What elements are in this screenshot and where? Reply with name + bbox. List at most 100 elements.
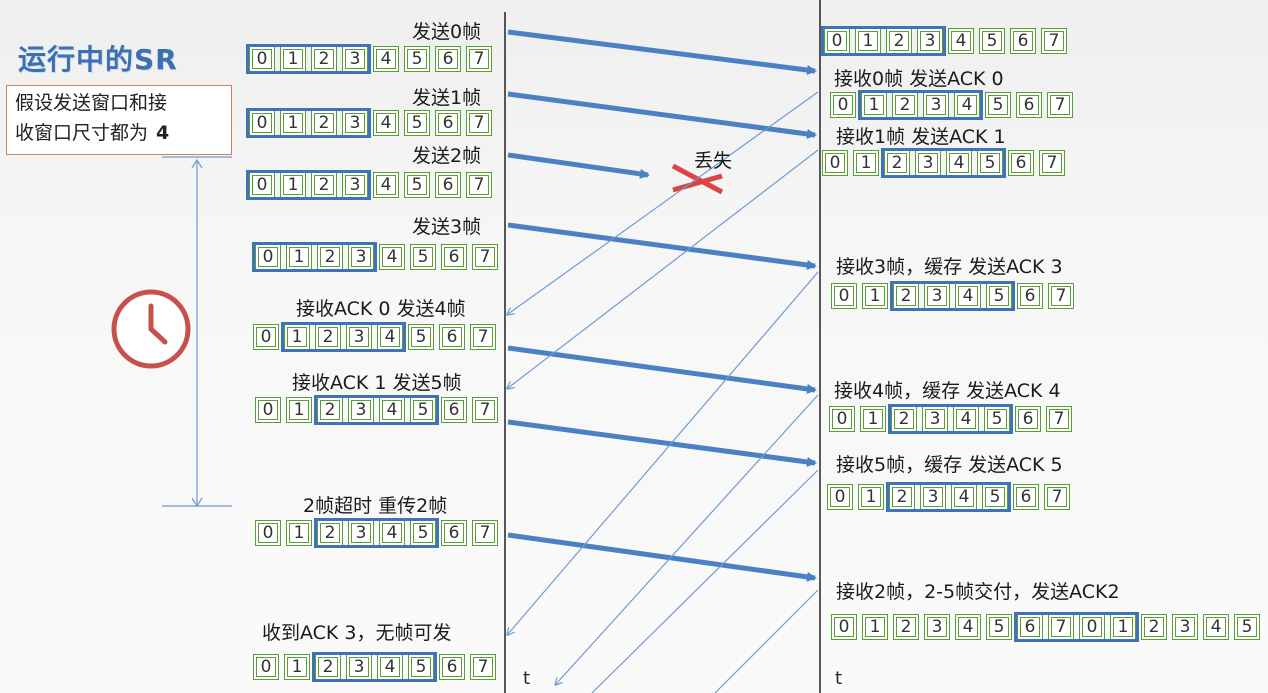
seq-number: 6 <box>442 657 462 677</box>
seq-number: 7 <box>1049 409 1069 429</box>
seq-number: 0 <box>833 95 853 115</box>
seq-number: 7 <box>1051 617 1071 637</box>
seq-cell: 6 <box>441 244 467 270</box>
sender-time-label: t <box>523 668 531 689</box>
frame-2-arrow <box>507 152 650 179</box>
seq-cell: 3 <box>917 28 943 54</box>
seq-number: 6 <box>1016 487 1036 507</box>
seq-cell: 7 <box>472 520 498 546</box>
seq-cell: 5 <box>408 324 434 350</box>
seq-cell: 6 <box>1017 614 1043 640</box>
send-window-box <box>314 395 439 425</box>
seq-cell: 7 <box>1046 406 1072 432</box>
seq-number: 2 <box>320 400 340 420</box>
seq-cell: 1 <box>280 172 306 198</box>
sender-label: 收到ACK 3，无帧可发 <box>262 622 452 644</box>
seq-number: 5 <box>982 31 1002 51</box>
seq-number: 7 <box>1044 31 1064 51</box>
seq-number: 0 <box>258 400 278 420</box>
seq-number: 4 <box>376 113 396 133</box>
seq-number: 6 <box>442 327 462 347</box>
seq-cell: 0 <box>831 283 857 309</box>
seq-cell: 0 <box>249 46 275 72</box>
seq-number: 2 <box>314 113 334 133</box>
send-window-box <box>246 44 371 74</box>
seq-cell: 7 <box>470 654 496 680</box>
sender-label: 接收ACK 1 发送5帧 <box>292 372 462 394</box>
receiver-label: 接收4帧，缓存 发送ACK 4 <box>834 380 1061 402</box>
receiver-time-label: t <box>835 668 843 689</box>
seq-number: 1 <box>1113 617 1133 637</box>
seq-cell: 2 <box>311 172 337 198</box>
seq-number: 3 <box>925 409 945 429</box>
send-window-box <box>246 170 371 200</box>
seq-cell: 0 <box>253 324 279 350</box>
seq-number: 0 <box>258 523 278 543</box>
seq-cell: 4 <box>955 614 981 640</box>
seq-number: 4 <box>380 657 400 677</box>
seq-cell: 0 <box>831 614 857 640</box>
frame-1-arrow <box>507 91 817 139</box>
seq-number: 7 <box>475 247 495 267</box>
seq-number: 4 <box>376 49 396 69</box>
seq-number: 3 <box>349 657 369 677</box>
ack-4-arrow <box>556 394 819 684</box>
seq-number: 2 <box>896 617 916 637</box>
seq-number: 3 <box>927 286 947 306</box>
seq-number: 1 <box>287 327 307 347</box>
seq-number: 5 <box>413 400 433 420</box>
frame-2-retransmit-arrow <box>507 532 817 582</box>
seq-cell: 6 <box>1015 406 1041 432</box>
seq-number: 0 <box>832 409 852 429</box>
seq-number: 3 <box>345 175 365 195</box>
seq-cell: 0 <box>255 244 281 270</box>
seq-number: 6 <box>1018 409 1038 429</box>
receiver-label: 接收0帧 发送ACK 0 <box>834 68 1004 90</box>
send-window-box <box>312 652 437 682</box>
seq-number: 3 <box>349 327 369 347</box>
seq-cell: 2 <box>311 46 337 72</box>
seq-cell: 5 <box>410 244 436 270</box>
seq-cell: 1 <box>862 614 888 640</box>
seq-cell: 7 <box>472 397 498 423</box>
frame-3-arrow <box>507 222 817 270</box>
seq-number: 5 <box>411 327 431 347</box>
seq-number: 5 <box>987 409 1007 429</box>
seq-cell: 1 <box>286 520 312 546</box>
seq-number: 0 <box>252 113 272 133</box>
send-window-box <box>246 108 371 138</box>
receive-window-box <box>886 482 1011 512</box>
seq-cell: 1 <box>286 397 312 423</box>
seq-cell: 7 <box>470 324 496 350</box>
ack-3-arrow <box>508 271 819 634</box>
seq-number: 5 <box>988 95 1008 115</box>
seq-cell: 1 <box>862 283 888 309</box>
seq-number: 6 <box>438 175 458 195</box>
send-window-box <box>314 518 439 548</box>
seq-number: 1 <box>289 523 309 543</box>
send-window-box <box>281 322 406 352</box>
seq-cell: 6 <box>435 110 461 136</box>
seq-cell: 2 <box>893 614 919 640</box>
seq-number: 6 <box>438 113 458 133</box>
seq-number: 0 <box>830 487 850 507</box>
seq-number: 7 <box>1050 95 1070 115</box>
sender-label: 2帧超时 重传2帧 <box>303 495 448 517</box>
seq-number: 4 <box>958 617 978 637</box>
seq-cell: 1 <box>1110 614 1136 640</box>
seq-cell: 6 <box>1010 28 1036 54</box>
clock-icon <box>111 289 191 369</box>
seq-cell: 1 <box>858 484 884 510</box>
seq-cell: 1 <box>860 406 886 432</box>
frame-5-arrow <box>507 419 817 467</box>
seq-number: 1 <box>864 95 884 115</box>
seq-number: 1 <box>863 409 883 429</box>
seq-cell: 0 <box>255 520 281 546</box>
seq-number: 3 <box>926 95 946 115</box>
seq-cell: 4 <box>373 172 399 198</box>
seq-cell: 5 <box>985 92 1011 118</box>
seq-number: 4 <box>951 31 971 51</box>
seq-cell: 4 <box>373 110 399 136</box>
seq-number: 3 <box>927 617 947 637</box>
